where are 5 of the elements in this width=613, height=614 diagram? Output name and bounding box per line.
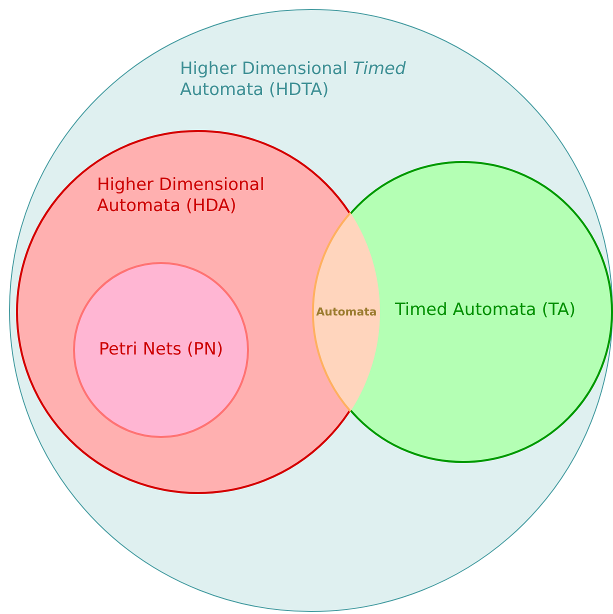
set-label: Automata: [316, 306, 377, 318]
set-label: Higher Dimensional Automata (HDA): [97, 175, 266, 217]
set-label: Timed Automata (TA): [395, 300, 577, 321]
set-label: Higher Dimensional Timed Automata (HDTA): [180, 59, 407, 101]
set-label: Petri Nets (PN): [98, 340, 224, 360]
